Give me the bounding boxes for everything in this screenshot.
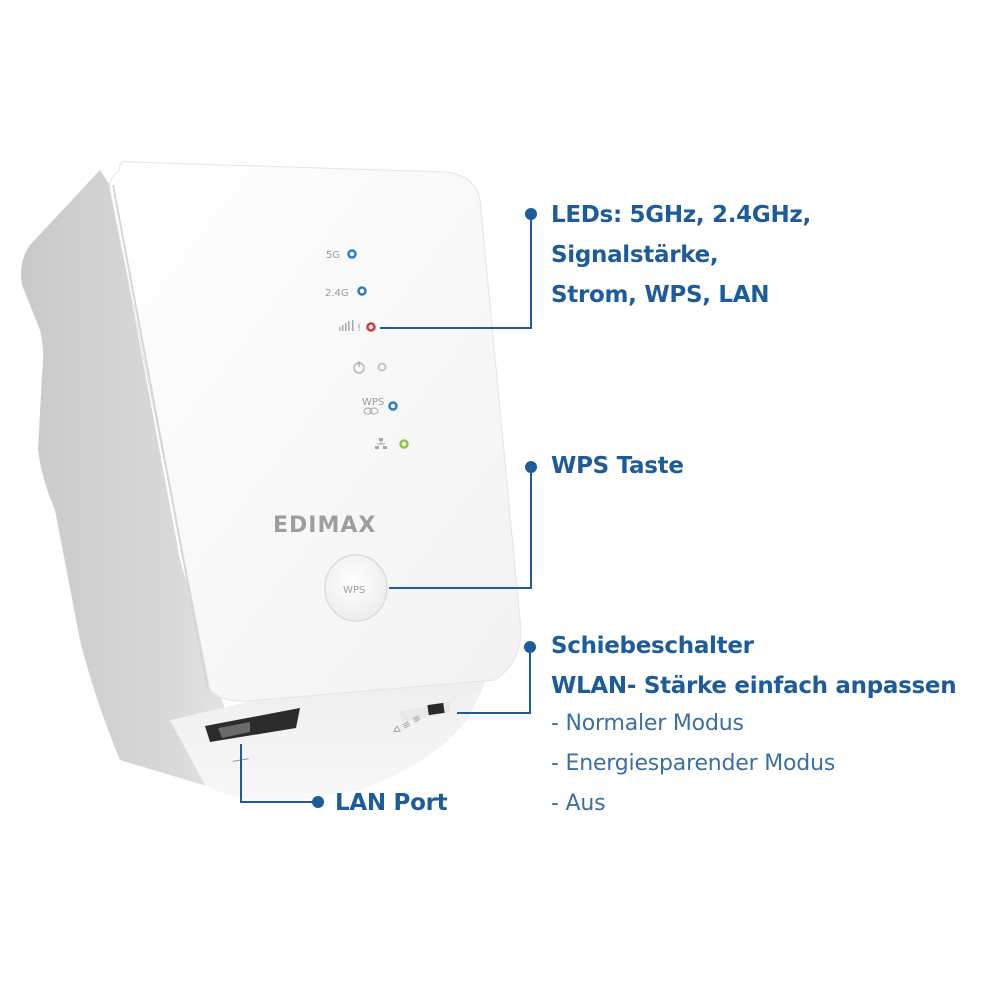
led-panel: 5G 2.4G ! WPS bbox=[325, 249, 409, 449]
led-label-5g: 5G bbox=[326, 250, 340, 261]
device-bottom-face bbox=[170, 650, 500, 801]
power-icon bbox=[353, 361, 365, 374]
led-5g bbox=[347, 249, 357, 259]
wps-button[interactable]: WPS bbox=[324, 554, 388, 622]
callout-line-switch bbox=[457, 647, 531, 714]
callout-leds: LEDs: 5GHz, 2.4GHz, Signalstärke, Strom,… bbox=[551, 195, 811, 315]
link-icon bbox=[363, 407, 379, 415]
led-lan bbox=[399, 439, 409, 449]
callout-switch: Schiebeschalter WLAN- Stärke einfach anp… bbox=[551, 626, 957, 706]
led-label-2-4g: 2.4G bbox=[325, 288, 349, 299]
callout-line-leds bbox=[380, 214, 532, 329]
callout-line-wps bbox=[389, 467, 532, 589]
callout-leds-line-3: Strom, WPS, LAN bbox=[551, 282, 770, 308]
svg-text:!: ! bbox=[357, 323, 361, 334]
callout-leds-line-1: LEDs: 5GHz, 2.4GHz, bbox=[551, 202, 811, 228]
signal-strength-icon: ! bbox=[339, 320, 361, 334]
device-side-panel bbox=[21, 170, 240, 790]
network-icon bbox=[375, 438, 387, 449]
switch-mode-off: - Aus bbox=[551, 791, 606, 816]
callout-leds-line-2: Signalstärke, bbox=[551, 242, 719, 268]
callout-wps-title: WPS Taste bbox=[551, 453, 684, 479]
callout-switch-line-2: WLAN- Stärke einfach anpassen bbox=[551, 673, 957, 699]
callout-lan-title: LAN Port bbox=[335, 790, 448, 816]
led-power bbox=[377, 362, 387, 372]
callout-dots bbox=[312, 208, 537, 808]
callout-line-lan bbox=[240, 744, 318, 803]
callout-wps: WPS Taste bbox=[551, 446, 684, 486]
led-2-4g bbox=[357, 286, 367, 296]
led-wps bbox=[388, 401, 398, 411]
wps-button-label: WPS bbox=[343, 585, 365, 596]
device-front-face bbox=[109, 161, 522, 702]
led-label-wps: WPS bbox=[362, 397, 384, 408]
switch-mode-eco: - Energiesparender Modus bbox=[551, 751, 836, 776]
callout-switch-line-1: Schiebeschalter bbox=[551, 633, 754, 659]
switch-mode-normal: - Normaler Modus bbox=[551, 711, 744, 736]
brand-logo: EDIMAX bbox=[273, 513, 376, 538]
led-signal bbox=[366, 322, 376, 332]
callout-lan: LAN Port bbox=[335, 783, 448, 823]
callout-lines bbox=[240, 214, 532, 803]
